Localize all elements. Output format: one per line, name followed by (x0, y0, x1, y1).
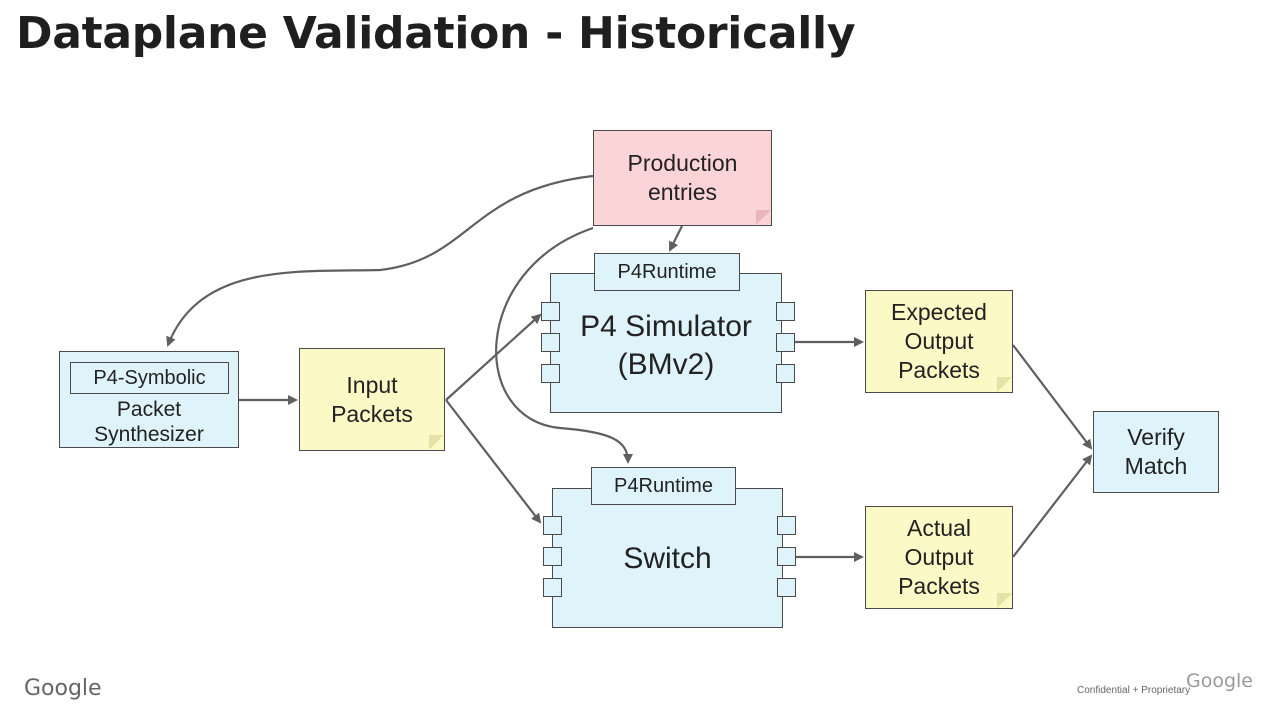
verify-match-box: Verify Match (1093, 411, 1219, 493)
p4runtime-top-label: P4Runtime (617, 260, 717, 283)
google-logo-small: Google (1186, 670, 1254, 692)
edge-input-to-switch (445, 399, 542, 524)
switch-label: Switch (623, 542, 712, 575)
confidential-notice: Confidential + Proprietary (1077, 685, 1191, 696)
simulator-right-port-1 (776, 302, 795, 321)
p4runtime-bottom-label: P4Runtime (614, 474, 713, 497)
packet-synthesizer-box: P4-Symbolic Packet Synthesizer (59, 351, 239, 448)
switch-box: Switch (552, 488, 783, 628)
p4-symbolic-label-box: P4-Symbolic (70, 362, 229, 394)
switch-label-wrap: Switch (553, 537, 782, 581)
p4runtime-top-label-box: P4Runtime (594, 253, 740, 291)
edge-expected-to-verify (1012, 344, 1093, 450)
input-packets-note: Input Packets (299, 348, 445, 451)
switch-right-port-3 (777, 578, 796, 597)
simulator-left-port-2 (541, 333, 560, 352)
edge-actual-to-verify (1012, 454, 1093, 558)
p4-symbolic-label: P4-Symbolic (93, 366, 206, 389)
actual-output-label: Actual Output Packets (898, 515, 980, 599)
switch-right-port-1 (777, 516, 796, 535)
edge-production-to-p4runtime-top (669, 225, 683, 252)
switch-right-port-2 (777, 547, 796, 566)
simulator-right-port-2 (776, 333, 795, 352)
packet-synthesizer-label-wrap: Packet Synthesizer (60, 396, 238, 448)
edge-production-to-p4runtime-bottom (495, 226, 633, 464)
edge-production-to-synthesizer (166, 174, 594, 347)
note-fold-icon (756, 210, 771, 225)
note-fold-icon (429, 435, 444, 450)
expected-output-note: Expected Output Packets (865, 290, 1013, 393)
switch-left-port-2 (543, 547, 562, 566)
p4runtime-bottom-label-box: P4Runtime (591, 467, 736, 505)
verify-match-label: Verify Match (1124, 424, 1188, 479)
production-entries-note: Production entries (593, 130, 772, 226)
edge-input-to-simulator (445, 313, 542, 401)
p4-simulator-label-wrap: P4 Simulator (BMv2) (551, 296, 781, 396)
input-packets-label: Input Packets (331, 371, 413, 427)
actual-output-note: Actual Output Packets (865, 506, 1013, 609)
google-logo: Google (24, 676, 102, 701)
simulator-left-port-3 (541, 364, 560, 383)
production-entries-label: Production entries (627, 150, 738, 205)
p4-simulator-label: P4 Simulator (BMv2) (580, 310, 752, 381)
note-fold-icon (997, 377, 1012, 392)
simulator-left-port-1 (541, 302, 560, 321)
expected-output-label: Expected Output Packets (891, 299, 987, 383)
simulator-right-port-3 (776, 364, 795, 383)
p4-simulator-box: P4 Simulator (BMv2) (550, 273, 782, 413)
note-fold-icon (997, 593, 1012, 608)
packet-synthesizer-label: Packet Synthesizer (94, 398, 204, 446)
switch-left-port-3 (543, 578, 562, 597)
switch-left-port-1 (543, 516, 562, 535)
slide-title: Dataplane Validation - Historically (16, 8, 856, 59)
